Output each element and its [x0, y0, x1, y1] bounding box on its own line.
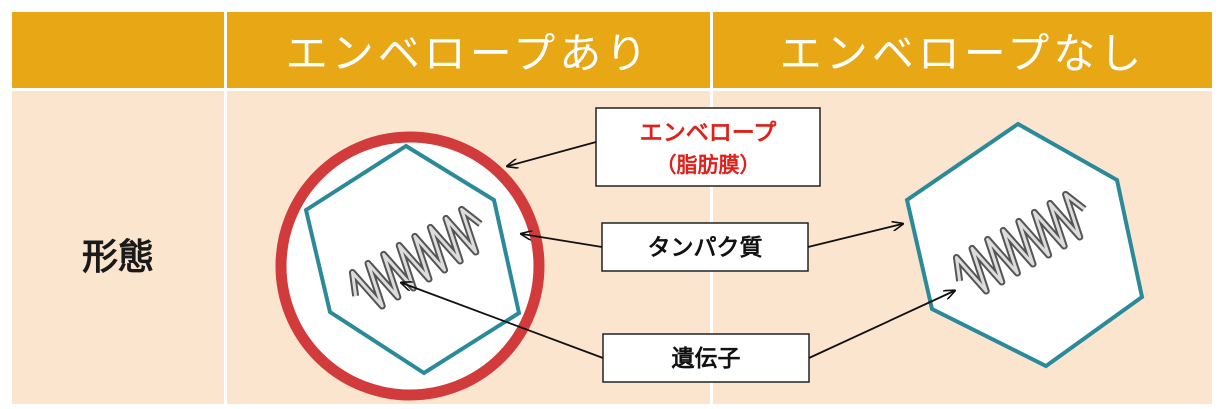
row-label-morphology: 形態: [81, 236, 154, 278]
callout-protein-label: タンパク質: [648, 235, 763, 261]
arrow-envelope: [508, 141, 597, 166]
header-without-envelope: エンベロープなし: [710, 12, 1212, 88]
row-label-cell: 形態: [12, 88, 224, 404]
header-with-envelope: エンベロープあり: [224, 12, 710, 88]
header-without-envelope-label: エンベロープなし: [779, 28, 1146, 78]
arrow-protein-left: [522, 234, 603, 248]
arrow-gene-left: [402, 283, 604, 359]
callout-gene-label: 遺伝子: [672, 346, 741, 372]
arrow-protein-right: [807, 224, 902, 248]
non-enveloped-virus: [904, 121, 1145, 369]
callout-envelope-title: エンベロープ: [640, 120, 778, 146]
callout-envelope: エンベロープ （脂肪膜）: [595, 107, 821, 187]
enveloped-virus: [275, 131, 545, 401]
gene-coil-enveloped: [348, 205, 483, 310]
header-corner-cell: [12, 12, 224, 88]
arrow-gene-right: [808, 291, 954, 359]
header-with-envelope-label: エンベロープあり: [285, 28, 652, 78]
callout-envelope-sub: （脂肪膜）: [656, 153, 761, 177]
callout-gene: 遺伝子: [602, 333, 810, 383]
callout-protein: タンパク質: [601, 222, 809, 272]
gene-coil-non-enveloped: [952, 190, 1087, 295]
